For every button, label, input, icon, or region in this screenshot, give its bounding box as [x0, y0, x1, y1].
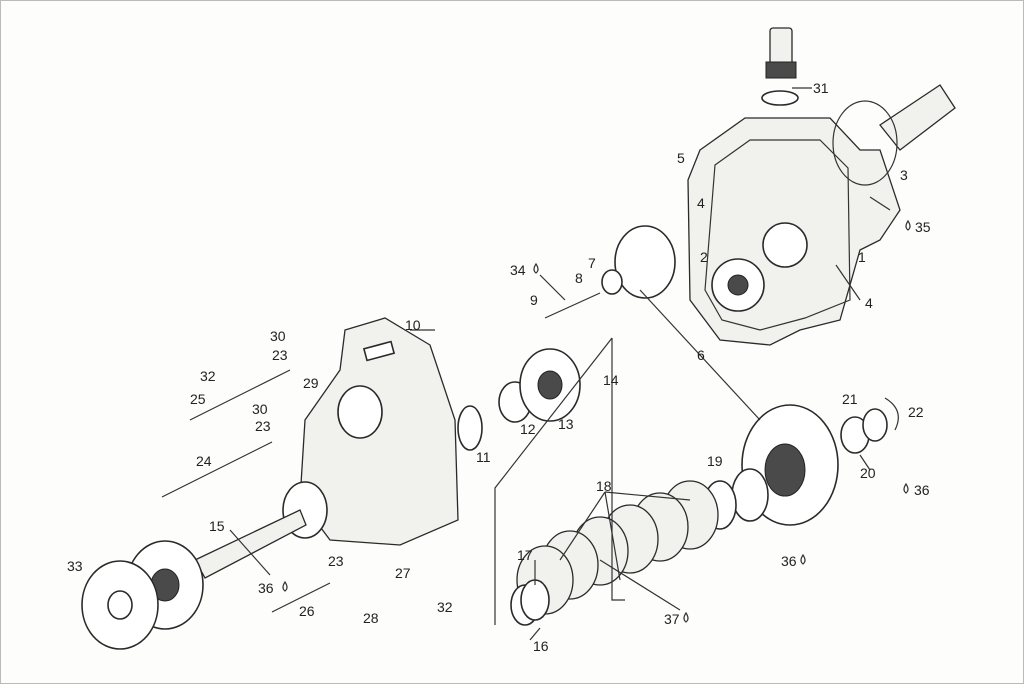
callout-10: 10 [405, 317, 421, 333]
callout-32a: 32 [200, 368, 216, 384]
callout-4b: 4 [865, 295, 873, 311]
callout-3: 3 [900, 167, 908, 183]
callout-11: 11 [476, 449, 491, 465]
callout-21: 21 [842, 391, 858, 407]
callout-7: 7 [588, 255, 596, 271]
callout-16: 16 [533, 638, 549, 654]
callout-36c: 36 [781, 553, 797, 569]
callout-20: 20 [860, 465, 876, 481]
callout-37: 37 [664, 611, 680, 627]
callout-15: 15 [209, 518, 225, 534]
callout-24: 24 [196, 453, 212, 469]
callout-22: 22 [908, 404, 924, 420]
callout-26: 26 [299, 603, 315, 619]
callout-33: 33 [67, 558, 83, 574]
drop-icon [903, 482, 909, 494]
lubricant-drops [282, 219, 911, 623]
callout-28: 28 [363, 610, 379, 626]
output-shaft [81, 509, 307, 650]
drop-icon [683, 611, 689, 623]
callout-32b: 32 [437, 599, 453, 615]
callout-27: 27 [395, 565, 411, 581]
clutch-disc-stack [510, 468, 769, 626]
callout-8: 8 [575, 270, 583, 286]
callout-23c: 23 [328, 553, 344, 569]
drop-icon [905, 219, 911, 231]
callout-9: 9 [530, 292, 538, 308]
callout-31: 31 [813, 80, 829, 96]
callout-6: 6 [697, 347, 705, 363]
callout-35: 35 [915, 219, 931, 235]
callout-2: 2 [700, 249, 708, 265]
gearbox-housing [687, 27, 956, 346]
callout-30b: 30 [252, 401, 268, 417]
callout-23a: 23 [272, 347, 288, 363]
callout-29: 29 [303, 375, 319, 391]
bolts [161, 292, 601, 613]
callout-18: 18 [596, 478, 612, 494]
callout-17: 17 [517, 547, 533, 563]
callout-12: 12 [520, 421, 536, 437]
drop-icon [282, 580, 288, 592]
callout-4a: 4 [697, 195, 705, 211]
callout-25: 25 [190, 391, 206, 407]
callout-36a: 36 [258, 580, 274, 596]
leader-lines [229, 87, 891, 641]
callout-23b: 23 [255, 418, 271, 434]
callout-5: 5 [677, 150, 685, 166]
drop-icon [800, 553, 806, 565]
callout-30a: 30 [270, 328, 286, 344]
callout-19: 19 [707, 453, 723, 469]
callout-1: 1 [858, 249, 866, 265]
rear-cover [282, 317, 483, 546]
drop-icon [533, 262, 539, 274]
callout-13: 13 [558, 416, 574, 432]
callout-labels: 1 2 3 4 4 5 6 7 8 9 10 11 12 13 14 15 16… [67, 80, 931, 654]
callout-36b: 36 [914, 482, 930, 498]
callout-34: 34 [510, 262, 526, 278]
callout-14: 14 [603, 372, 619, 388]
